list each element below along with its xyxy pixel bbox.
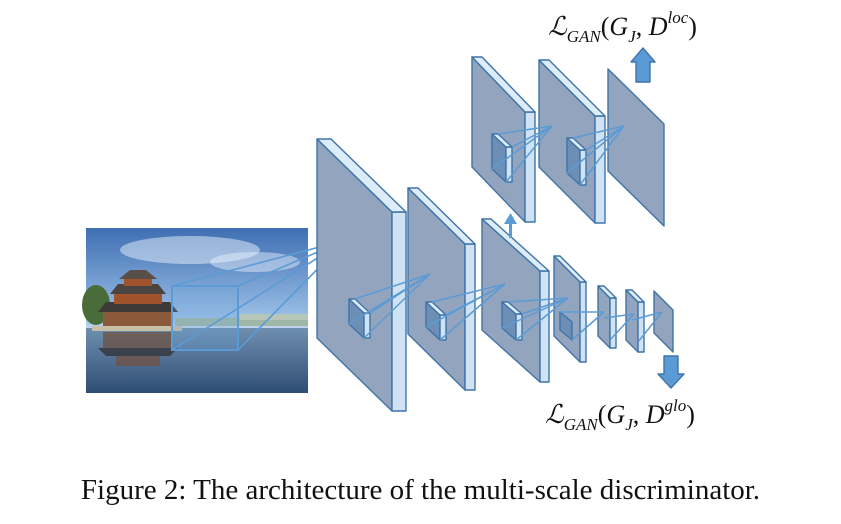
global-layer-1 [553,255,587,363]
global-layer-2 [597,285,617,349]
global-gan-loss-label: ℒGAN(GJ, Dglo) [545,396,695,435]
discriminator-superscript: glo [664,396,687,415]
branch-up-arrow [504,213,517,238]
conv-layer-2 [407,187,476,391]
local-layer-1 [471,56,536,223]
separator: , [632,400,646,429]
local-gan-loss-label: ℒGAN(GJ, Dloc) [548,8,697,47]
receptive-field-box [171,285,239,351]
loss-subscript: GAN [563,415,598,434]
global-output-layer [653,290,674,353]
open-paren: ( [600,12,610,41]
discriminator-diagram [82,47,685,412]
local-layer-2 [538,59,606,224]
discriminator-superscript: loc [667,8,689,27]
conv-layer-1 [316,138,407,412]
local-output-arrow [630,47,656,83]
close-paren: ) [688,12,697,41]
local-branch [471,56,665,227]
generator-symbol: G [609,12,629,41]
generator-symbol: G [606,400,626,429]
shared-layers [316,138,550,412]
discriminator-symbol: D [648,12,668,41]
separator: , [635,12,649,41]
input-image [82,228,308,393]
global-branch [553,255,674,363]
loss-symbol: ℒ [548,12,567,42]
figure-caption: Figure 2: The architecture of the multi-… [80,474,761,506]
local-output-layer [607,68,665,227]
discriminator-symbol: D [645,400,665,429]
global-output-arrow [657,355,685,389]
kernel-rays [348,125,663,343]
kernel-cube [566,137,587,186]
close-paren: ) [686,400,695,429]
generator-subscript: J [628,27,636,46]
generator-subscript: J [625,415,633,434]
loss-subscript: GAN [566,27,601,46]
global-layer-3 [625,289,645,353]
palace-icon [92,270,182,366]
open-paren: ( [597,400,607,429]
loss-symbol: ℒ [545,400,564,430]
